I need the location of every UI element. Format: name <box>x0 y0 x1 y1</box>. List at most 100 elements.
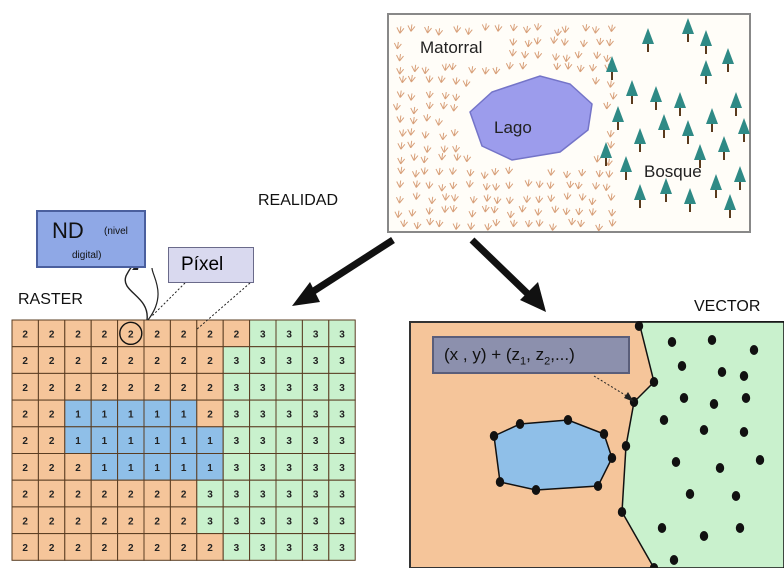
raster-cell-value: 2 <box>154 543 160 554</box>
raster-cell-value: 2 <box>22 436 28 447</box>
shrub-mark <box>396 115 405 123</box>
shrub-mark <box>425 90 434 99</box>
shrub-mark <box>549 223 557 231</box>
tree-trunk <box>647 44 649 52</box>
raster-cell-value: 3 <box>286 383 292 394</box>
shrub-mark <box>603 54 612 63</box>
raster-cell <box>90 479 119 508</box>
shrub-mark <box>492 183 501 191</box>
raster-cell <box>301 372 330 401</box>
shrub-mark <box>553 62 562 71</box>
raster-cell-value: 2 <box>49 490 55 501</box>
vector-point <box>621 441 631 451</box>
raster-cell-value: 1 <box>154 436 160 447</box>
raster-cell-value: 1 <box>75 436 81 447</box>
shrub-mark <box>509 38 518 46</box>
shrub-mark <box>395 196 404 204</box>
shrub-mark <box>509 23 518 32</box>
tree-trunk <box>687 34 689 42</box>
vector-point <box>699 425 709 435</box>
tree-icon <box>634 128 646 144</box>
vector-point <box>699 531 709 541</box>
raster-cell-value: 2 <box>22 356 28 367</box>
shrub-mark <box>396 90 405 98</box>
raster-cell-value: 2 <box>154 516 160 527</box>
shrub-mark <box>547 194 556 202</box>
shrub-mark <box>465 180 474 188</box>
tree-trunk <box>639 200 641 208</box>
shrub-mark <box>554 28 562 37</box>
shrub-mark <box>449 181 458 190</box>
shrub-mark <box>593 155 602 163</box>
raster-cell-value: 3 <box>286 436 292 447</box>
raster-cell <box>301 426 330 454</box>
tree-icon <box>706 108 718 124</box>
tree-icon <box>724 194 736 210</box>
raster-cell-value: 2 <box>128 516 134 527</box>
raster-cell-value: 1 <box>102 409 108 420</box>
raster-cell <box>64 533 92 561</box>
shrub-mark <box>410 153 419 161</box>
shrub-mark <box>524 219 533 228</box>
raster-cell-value: 3 <box>260 329 266 340</box>
nd-callout-box: ND (nivel digital) <box>36 210 146 268</box>
shrub-mark <box>564 62 573 70</box>
coord-text-suffix: ,...) <box>550 345 575 364</box>
tree-trunk <box>605 158 607 166</box>
raster-cell-value: 2 <box>128 356 134 367</box>
raster-cell-value: 3 <box>234 516 240 527</box>
raster-cell-value: 2 <box>75 463 81 474</box>
raster-cell-value: 2 <box>154 329 160 340</box>
shrub-mark <box>524 39 533 48</box>
vector-point <box>715 463 725 473</box>
shrub-mark <box>481 23 490 31</box>
raster-cell <box>301 533 330 561</box>
shrub-mark <box>595 223 604 232</box>
vector-point <box>735 523 745 533</box>
vector-point <box>617 507 627 517</box>
shrub-mark <box>591 26 600 34</box>
shrub-mark <box>396 26 405 34</box>
tree-trunk <box>735 108 737 116</box>
reality-lake-shape <box>469 75 593 161</box>
raster-cell-value: 2 <box>234 329 240 340</box>
shrub-mark <box>463 154 472 163</box>
raster-cell <box>90 372 119 401</box>
vector-point <box>717 367 727 377</box>
raster-cell <box>143 453 171 481</box>
shrub-mark <box>606 130 615 138</box>
shrub-mark <box>582 24 591 32</box>
highlighted-pixel-circle <box>119 321 143 346</box>
raster-cell-value: 3 <box>260 356 266 367</box>
raster-cell-value: 2 <box>102 543 108 554</box>
vector-point <box>709 399 719 409</box>
vector-point <box>739 371 749 381</box>
shrub-mark <box>603 101 612 110</box>
shrub-mark <box>608 209 617 217</box>
raster-cell <box>328 346 356 374</box>
vector-point <box>739 427 749 437</box>
raster-cell-value: 2 <box>181 490 187 501</box>
shrub-mark <box>508 49 517 57</box>
raster-cell-value: 2 <box>154 356 160 367</box>
shrub-mark <box>484 223 493 231</box>
shrub-mark <box>509 219 518 228</box>
tree-trunk <box>699 160 701 168</box>
vector-vertices <box>489 321 765 568</box>
shrub-mark <box>534 208 543 216</box>
raster-cell-value: 3 <box>260 383 266 394</box>
nd-label: ND <box>52 218 84 243</box>
shrub-mark <box>560 38 569 46</box>
raster-cell <box>249 533 277 561</box>
shrub-mark <box>397 142 406 150</box>
raster-cell <box>11 506 39 535</box>
raster-cell-value: 2 <box>181 329 187 340</box>
raster-cell <box>301 346 330 374</box>
tree-icon <box>600 142 612 158</box>
shrub-mark <box>574 181 583 190</box>
raster-cell <box>249 319 277 348</box>
raster-cell-value: 2 <box>75 356 81 367</box>
shrub-mark <box>449 167 457 175</box>
raster-cell-value: 3 <box>260 543 266 554</box>
raster-cell-value: 2 <box>75 516 81 527</box>
